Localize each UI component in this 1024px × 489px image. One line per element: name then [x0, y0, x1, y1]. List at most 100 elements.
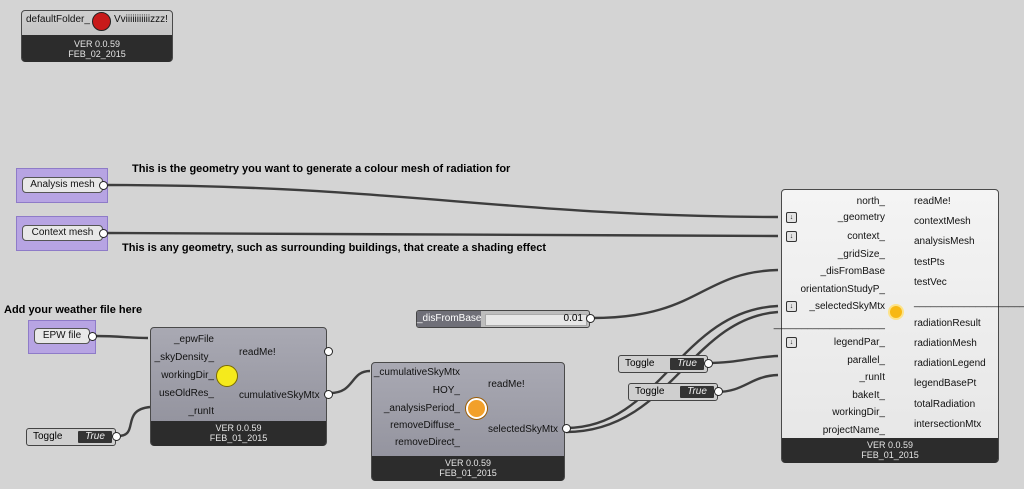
input-grid-size[interactable]: _gridSize_	[837, 249, 885, 260]
sky-icon	[216, 365, 238, 387]
input-remove-diffuse[interactable]: removeDiffuse_	[390, 420, 460, 431]
output-readme[interactable]: readMe!	[488, 379, 525, 390]
slider-label: _disFromBase	[417, 311, 481, 327]
output-cumulative-sky-mtx[interactable]: cumulativeSkyMtx	[239, 390, 320, 401]
toggle-label: Toggle	[635, 386, 665, 397]
toggle-run-radiation-output[interactable]	[714, 387, 723, 396]
input-working-dir[interactable]: workingDir_	[832, 407, 885, 418]
input-working-dir[interactable]: workingDir_	[161, 370, 214, 381]
toggle-parallel-output[interactable]	[704, 359, 713, 368]
output-test-vec[interactable]: testVec	[914, 277, 947, 288]
input-project-name[interactable]: projectName_	[822, 425, 885, 436]
list-access-icon: ↓	[786, 301, 797, 312]
cumulative-sky-component[interactable]: _epwFile _skyDensity_ workingDir_ useOld…	[150, 327, 327, 446]
note-analysis: This is the geometry you want to generat…	[132, 163, 511, 175]
input-north[interactable]: north_	[856, 196, 885, 207]
select-sky-component[interactable]: _cumulativeSkyMtx HOY_ _analysisPeriod_ …	[371, 362, 565, 481]
date-label: FEB_01_2015	[861, 450, 919, 460]
version-label: VER 0.0.59	[73, 39, 121, 49]
radiation-sun-icon	[890, 306, 902, 318]
wire-toggle-parallel	[705, 354, 779, 365]
wire-toggle-runit	[715, 373, 779, 394]
input-dis-from-base[interactable]: _disFromBase	[820, 266, 885, 277]
slider-output[interactable]	[586, 314, 595, 323]
list-access-icon: ↓	[786, 212, 797, 223]
input-orientation-study[interactable]: orientationStudyP_	[800, 284, 885, 295]
sky-output-mtx-nub[interactable]	[324, 390, 333, 399]
wire-analysis-geometry	[103, 183, 779, 219]
input-context[interactable]: context_	[847, 231, 885, 242]
toggle-run-sky[interactable]: Toggle True	[26, 428, 116, 446]
input-hoy[interactable]: HOY_	[432, 385, 460, 396]
sky-component-footer: VER 0.0.59 FEB_01_2015	[151, 421, 326, 446]
folder-component-footer: VER 0.0.59 FEB_02_2015	[22, 35, 172, 62]
output-readme[interactable]: readMe!	[914, 196, 951, 207]
note-context: This is any geometry, such as surroundin…	[122, 242, 546, 254]
list-access-icon: ↓	[786, 337, 797, 348]
date-label: FEB_01_2015	[439, 468, 497, 478]
input-sky-density[interactable]: _skyDensity_	[154, 352, 214, 363]
ladybug-icon	[92, 12, 111, 31]
input-remove-direct[interactable]: removeDirect_	[394, 437, 460, 448]
output-total-radiation[interactable]: totalRadiation	[914, 399, 976, 410]
date-label: FEB_01_2015	[209, 433, 268, 443]
viz-output[interactable]: Vviiiiiiiiiiizzz!	[114, 14, 168, 25]
input-geometry[interactable]: _geometry	[837, 212, 885, 223]
toggle-value[interactable]: True	[78, 431, 112, 443]
sky-output-readme-nub[interactable]	[324, 347, 333, 356]
dis-from-base-slider[interactable]: _disFromBase 0.01	[416, 310, 590, 328]
context-mesh-param[interactable]: Context mesh	[22, 225, 103, 241]
analysis-mesh-param[interactable]: Analysis mesh	[22, 177, 103, 193]
output-selected-sky-mtx[interactable]: selectedSkyMtx	[488, 424, 559, 435]
output-radiation-legend[interactable]: radiationLegend	[914, 358, 986, 369]
output-analysis-mesh[interactable]: analysisMesh	[914, 236, 975, 247]
wire-toggle-sky	[117, 405, 151, 438]
select-output-mtx-nub[interactable]	[562, 424, 571, 433]
output-test-pts[interactable]: testPts	[914, 257, 945, 268]
input-legend-par[interactable]: legendPar_	[833, 337, 885, 348]
input-separator: ____________________	[773, 319, 885, 330]
toggle-parallel[interactable]: Toggle True	[618, 355, 708, 373]
radiation-analysis-component[interactable]: north_ ↓ _geometry ↓ context_ _gridSize_…	[774, 189, 1024, 463]
wire-disfrombase	[591, 268, 779, 320]
toggle-value[interactable]: True	[670, 358, 704, 370]
input-cumulative-sky-mtx[interactable]: _cumulativeSkyMtx	[373, 367, 460, 378]
output-legend-base-pt[interactable]: legendBasePt	[914, 378, 977, 389]
toggle-label: Toggle	[625, 358, 655, 369]
folder-component[interactable]: defaultFolder_ Vviiiiiiiiiiizzz! VER 0.0…	[21, 10, 173, 62]
sun-selector-icon	[466, 398, 487, 419]
output-intersection-mtx[interactable]: intersectionMtx	[914, 419, 982, 430]
radiation-component-footer: VER 0.0.59 FEB_01_2015	[782, 438, 998, 463]
output-radiation-result[interactable]: radiationResult	[914, 318, 981, 329]
epw-file-output[interactable]	[88, 332, 97, 341]
input-selected-sky-mtx[interactable]: _selectedSkyMtx	[809, 301, 885, 312]
toggle-run-sky-output[interactable]	[112, 432, 121, 441]
output-radiation-mesh[interactable]: radiationMesh	[914, 338, 977, 349]
select-component-footer: VER 0.0.59 FEB_01_2015	[372, 456, 564, 481]
input-bake-it[interactable]: bakeIt_	[852, 390, 885, 401]
version-label: VER 0.0.59	[866, 440, 914, 450]
input-parallel[interactable]: parallel_	[847, 355, 885, 366]
output-separator: ____________________	[914, 297, 1024, 308]
input-epw-file[interactable]: _epwFile	[173, 334, 214, 345]
wire-epw	[93, 334, 149, 340]
output-readme[interactable]: readMe!	[239, 347, 276, 358]
epw-file-param[interactable]: EPW file	[34, 328, 90, 344]
version-label: VER 0.0.59	[215, 423, 262, 433]
input-analysis-period[interactable]: _analysisPeriod_	[383, 403, 460, 414]
context-mesh-output[interactable]	[99, 229, 108, 238]
input-use-old-res[interactable]: useOldRes_	[158, 388, 214, 399]
slider-value: 0.01	[563, 313, 583, 324]
output-context-mesh[interactable]: contextMesh	[914, 216, 971, 227]
list-access-icon: ↓	[786, 231, 797, 242]
wire-context	[103, 231, 779, 238]
toggle-value[interactable]: True	[680, 386, 714, 398]
analysis-mesh-output[interactable]	[99, 181, 108, 190]
default-folder-input[interactable]: defaultFolder_	[26, 14, 90, 25]
input-run-it[interactable]: _runIt	[188, 406, 214, 417]
wire-cumulative	[329, 369, 371, 395]
toggle-run-radiation[interactable]: Toggle True	[628, 383, 718, 401]
input-run-it[interactable]: _runIt	[859, 372, 885, 383]
version-label: VER 0.0.59	[444, 458, 492, 468]
